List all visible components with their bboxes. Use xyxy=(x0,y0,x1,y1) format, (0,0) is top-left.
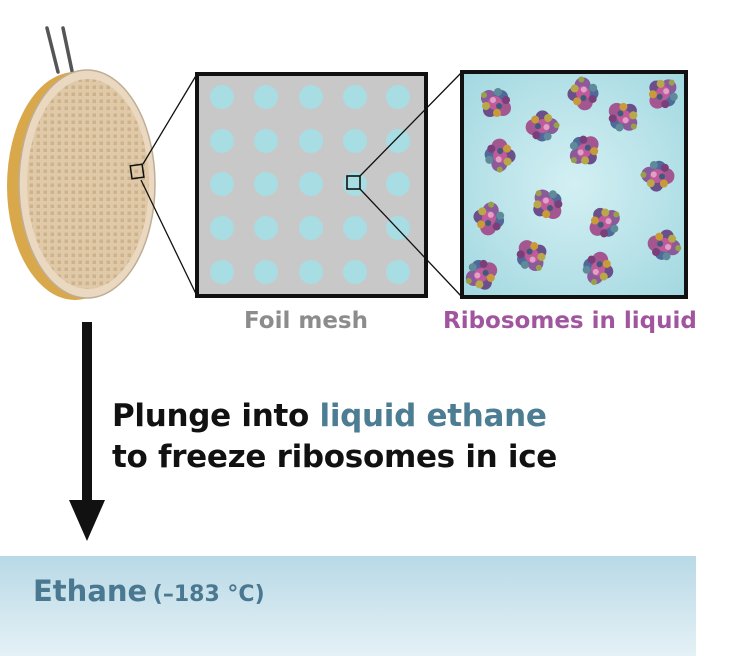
foil-mesh-panel xyxy=(195,72,428,298)
plunge-instruction: Plunge into liquid ethane to freeze ribo… xyxy=(112,396,557,478)
foil-hole xyxy=(299,260,323,284)
foil-hole xyxy=(299,172,323,196)
foil-mesh-holes xyxy=(210,85,410,284)
foil-hole xyxy=(386,260,410,284)
zoom-lines-2 xyxy=(359,71,463,298)
foil-hole xyxy=(254,216,278,240)
ribosomes-panel xyxy=(460,70,688,299)
zoom-lines-1 xyxy=(140,73,198,297)
ethane-bath xyxy=(0,556,696,656)
em-grid-disc-icon xyxy=(7,69,156,300)
foil-hole xyxy=(343,85,367,109)
foil-hole xyxy=(210,216,234,240)
ethane-label: Ethane (–183 °C) xyxy=(33,574,265,608)
foil-hole xyxy=(343,129,367,153)
mesh-selection-marker xyxy=(346,175,361,190)
foil-hole xyxy=(299,216,323,240)
foil-hole xyxy=(343,216,367,240)
grid-selection-marker xyxy=(129,163,145,180)
instruction-line-1: Plunge into liquid ethane xyxy=(112,396,557,437)
ethane-temperature: (–183 °C) xyxy=(152,582,265,607)
foil-hole xyxy=(299,129,323,153)
foil-hole xyxy=(210,85,234,109)
foil-hole xyxy=(254,260,278,284)
foil-hole xyxy=(254,129,278,153)
foil-hole xyxy=(210,260,234,284)
foil-hole xyxy=(210,172,234,196)
instruction-line-2: to freeze ribosomes in ice xyxy=(112,438,558,475)
foil-mesh-label: Foil mesh xyxy=(244,308,368,334)
instruction-text-1: Plunge into xyxy=(112,398,320,434)
foil-hole xyxy=(254,172,278,196)
foil-hole xyxy=(210,129,234,153)
foil-hole xyxy=(254,85,278,109)
ethane-name: Ethane xyxy=(33,574,148,608)
down-arrow-icon xyxy=(69,322,105,541)
ribosomes-label: Ribosomes in liquid xyxy=(443,308,697,334)
foil-hole xyxy=(299,85,323,109)
foil-hole xyxy=(386,129,410,153)
foil-hole xyxy=(386,172,410,196)
foil-hole xyxy=(386,85,410,109)
foil-hole xyxy=(343,260,367,284)
liquid-ethane-highlight: liquid ethane xyxy=(319,398,547,434)
